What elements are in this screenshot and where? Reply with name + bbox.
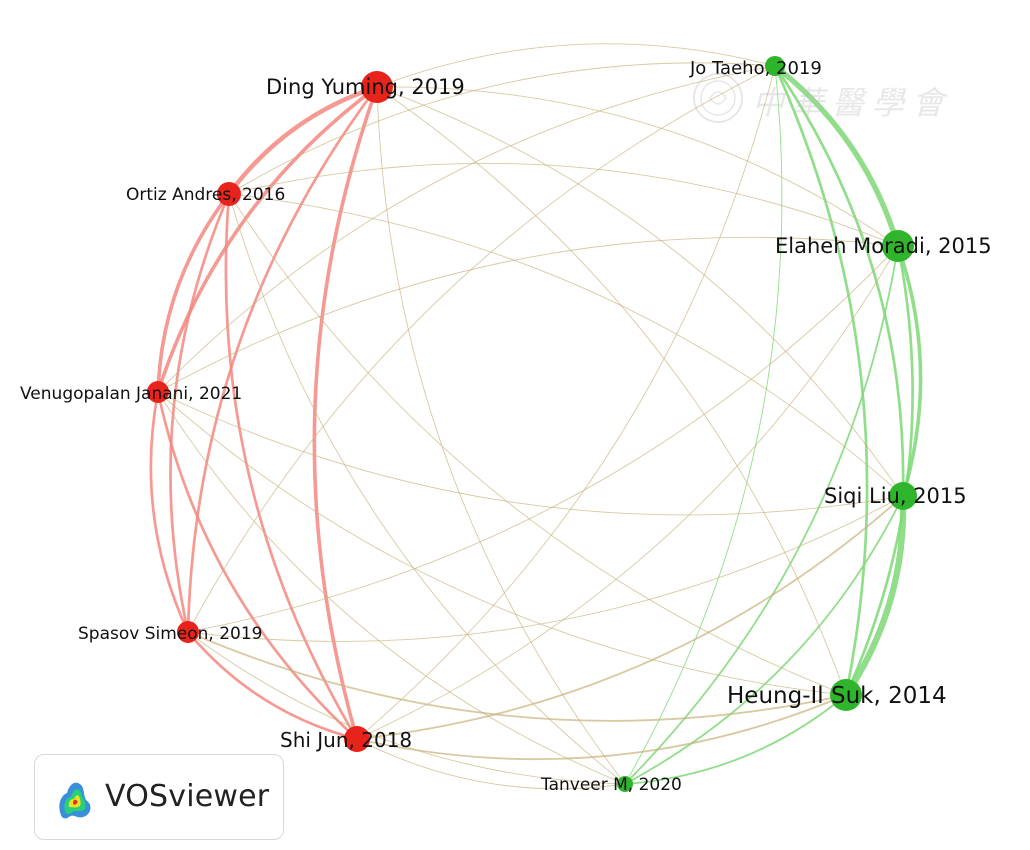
edge-venu-siqi	[157, 391, 904, 516]
edge-spasov-jo	[187, 65, 776, 633]
edge-ortiz-siqi	[228, 193, 904, 497]
edge-venu-tanveer	[157, 391, 626, 785]
node-jo[interactable]	[765, 56, 785, 76]
edge-siqi-heung	[842, 492, 907, 699]
edge-venu-shi	[156, 390, 359, 741]
edge-ding-venu	[156, 85, 379, 394]
node-label-jo: Jo Taeho, 2019	[689, 58, 822, 79]
node-venu[interactable]	[147, 381, 169, 403]
node-label-ding: Ding Yuming, 2019	[266, 75, 465, 99]
node-shi[interactable]	[344, 726, 370, 752]
watermark-text: 中華醫學會	[752, 84, 953, 122]
edge-siqi-tanveer	[624, 495, 904, 785]
node-label-shi: Shi Jun, 2018	[280, 728, 412, 752]
node-label-venu: Venugopalan Janani, 2021	[20, 384, 242, 404]
node-siqi[interactable]	[889, 482, 917, 510]
edge-ding-tanveer	[376, 86, 626, 785]
edge-shi-heung	[356, 694, 847, 761]
node-label-tanveer: Tanveer M, 2020	[540, 775, 682, 795]
edge-ortiz-shi	[224, 192, 359, 741]
node-label-elaheh: Elaheh Moradi, 2015	[775, 234, 992, 258]
edge-ortiz-elaheh	[228, 162, 899, 247]
edge-ding-elaheh	[376, 86, 899, 247]
edge-jo-tanveer	[624, 65, 783, 785]
node-tanveer[interactable]	[617, 776, 633, 792]
edge-ding-jo	[376, 43, 776, 88]
edge-ortiz-heung	[228, 193, 847, 696]
edge-ding-heung	[376, 86, 847, 696]
edge-shi-siqi	[356, 495, 904, 740]
vosviewer-badge: VOSviewer	[34, 754, 284, 840]
node-ortiz[interactable]	[217, 182, 241, 206]
edge-jo-elaheh	[772, 63, 901, 249]
edge-spasov-shi	[186, 630, 359, 741]
node-spasov[interactable]	[177, 621, 199, 643]
edge-ding-spasov	[186, 85, 379, 634]
edge-heung-tanveer	[624, 694, 847, 785]
node-ding[interactable]	[361, 71, 393, 103]
vosviewer-logo-text: VOSviewer	[105, 779, 270, 814]
edge-ortiz-jo	[228, 62, 776, 195]
edge-venu-spasov	[149, 390, 190, 634]
nodes-layer	[147, 56, 917, 792]
edge-venu-elaheh	[157, 236, 899, 393]
edge-ding-siqi	[376, 86, 904, 497]
node-label-siqi: Siqi Liu, 2015	[824, 484, 967, 508]
node-label-ortiz: Ortiz Andres, 2016	[126, 185, 285, 205]
edge-shi-jo	[356, 65, 776, 740]
edge-ding-ortiz	[226, 84, 380, 197]
edge-spasov-siqi	[187, 495, 904, 642]
edge-jo-heung	[773, 64, 869, 697]
edge-spasov-heung	[187, 631, 847, 722]
edge-venu-heung	[157, 391, 847, 696]
node-heung[interactable]	[830, 679, 862, 711]
edge-spasov-elaheh	[187, 245, 899, 633]
edge-shi-tanveer	[356, 738, 626, 790]
vosviewer-logo-icon	[59, 782, 91, 819]
node-elaheh[interactable]	[882, 230, 914, 262]
edges-layer	[149, 43, 923, 790]
watermark: 中華醫學會	[690, 68, 980, 128]
edge-elaheh-heung	[844, 244, 914, 697]
node-label-spasov: Spasov Simeon, 2019	[78, 624, 263, 644]
edge-venu-jo	[157, 65, 776, 393]
edge-shi-elaheh	[356, 245, 899, 740]
edge-elaheh-siqi	[896, 244, 923, 498]
edge-ortiz-venu	[156, 192, 231, 394]
seal-icon	[693, 73, 743, 123]
edge-ortiz-spasov	[169, 192, 231, 634]
node-label-heung: Heung-Il Suk, 2014	[727, 683, 947, 709]
edge-spasov-tanveer	[187, 631, 626, 785]
edge-ortiz-tanveer	[228, 193, 626, 785]
